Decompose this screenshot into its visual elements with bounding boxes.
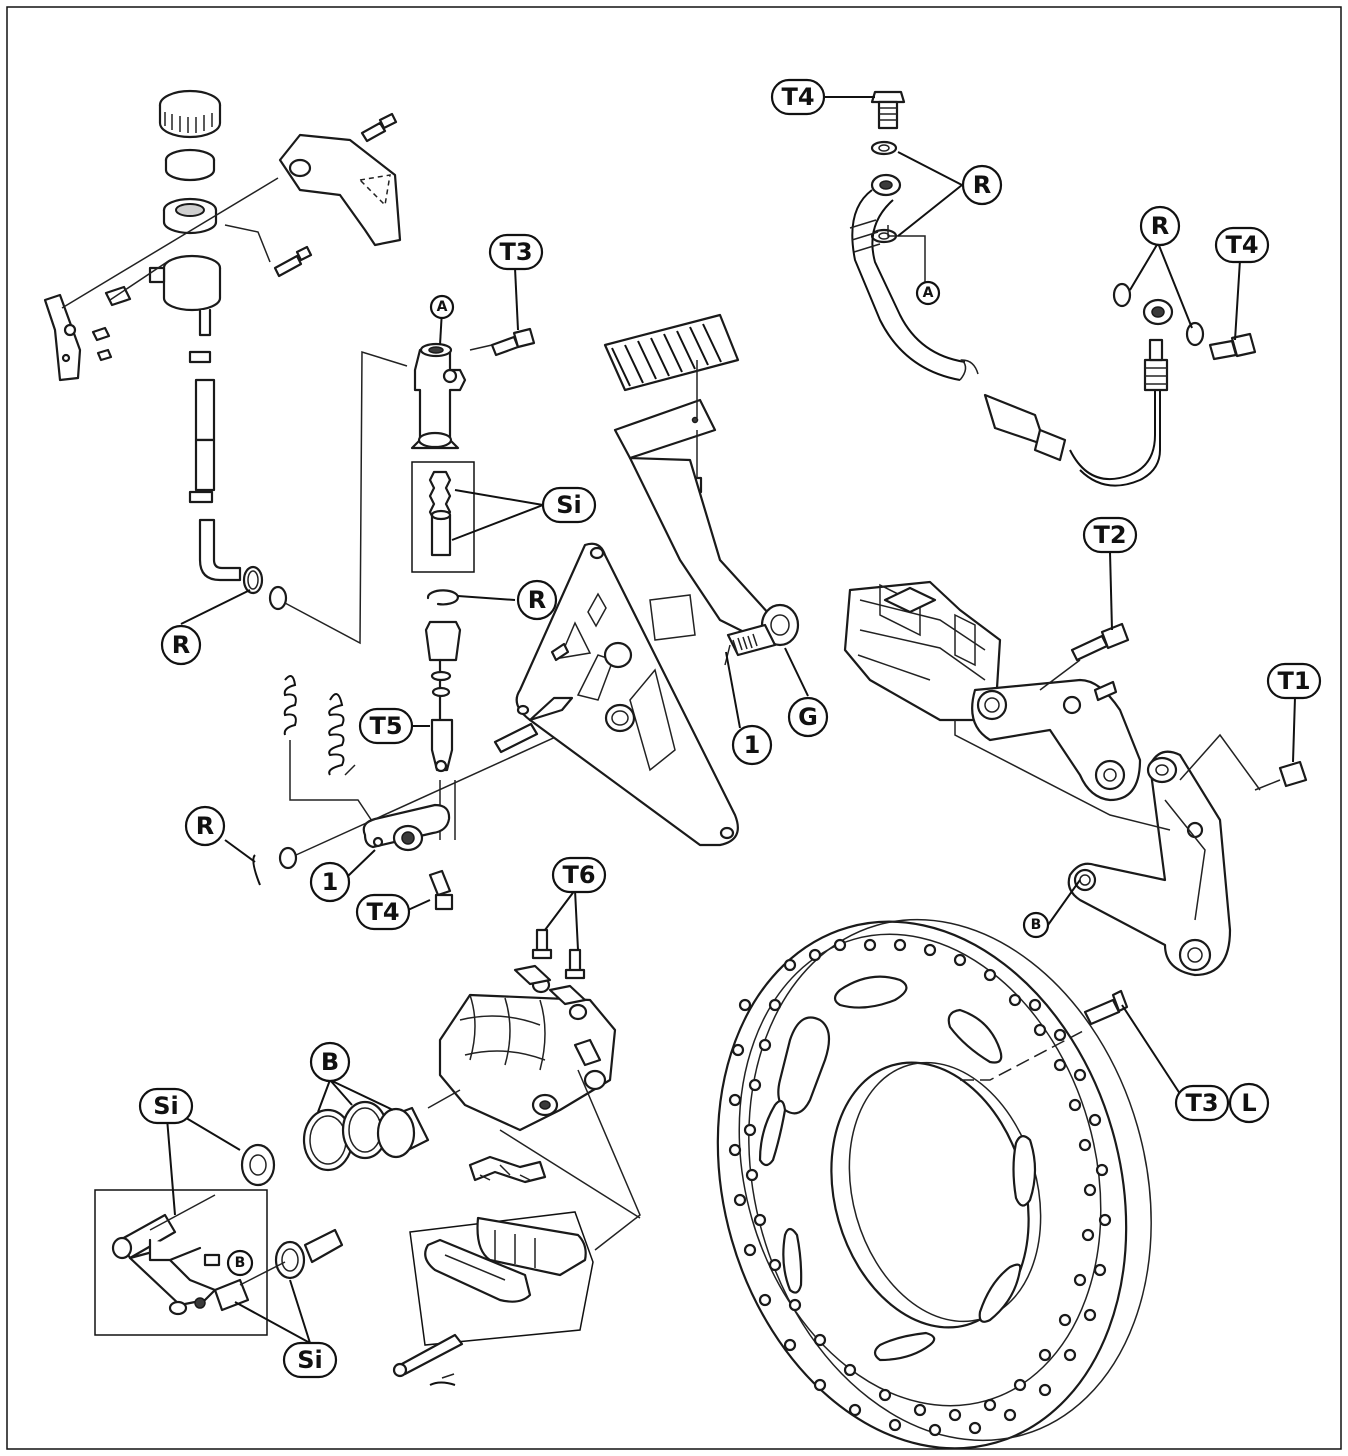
callout-t3-mc: T3	[488, 233, 544, 271]
brake-pedal	[603, 313, 800, 729]
callout-text: T5	[369, 712, 402, 740]
callout-text: T2	[1093, 521, 1126, 549]
bracket-guide-line	[954, 720, 1171, 831]
callout-text: A	[437, 299, 448, 315]
callout-t6-caliper: T6	[551, 856, 607, 894]
callout-b-holder: B	[226, 1249, 254, 1277]
caliper-bracket-upper	[971, 622, 1142, 802]
callout-r-mc-clip: R	[516, 579, 558, 621]
callout-text: Si	[556, 491, 582, 519]
callout-text: R	[196, 812, 214, 840]
callout-t4-lever: T4	[355, 893, 411, 931]
callout-text: Si	[153, 1092, 179, 1120]
reservoir-cover	[273, 112, 402, 278]
callout-text: T3	[1185, 1089, 1218, 1117]
callout-si-bottom: Si	[282, 1341, 338, 1379]
callout-text: T4	[1225, 231, 1258, 259]
callout-text: A	[923, 285, 934, 301]
callout-r-hose-right: R	[1139, 205, 1181, 247]
master-cylinder	[410, 327, 539, 840]
diagram-border	[6, 6, 1342, 1450]
callout-text: 1	[322, 868, 339, 896]
callout-l-disc: L	[1228, 1082, 1270, 1124]
callout-b-piston: B	[309, 1041, 351, 1083]
callout-text: R	[172, 631, 190, 659]
brake-hose	[849, 90, 1257, 487]
callout-t4-hose-top: T4	[770, 78, 826, 116]
callout-text: L	[1241, 1089, 1256, 1117]
callout-t5-pushrod: T5	[358, 707, 414, 745]
callout-text: R	[528, 586, 546, 614]
return-springs	[283, 675, 379, 831]
leader-lines	[165, 96, 1296, 1344]
callout-text: B	[321, 1048, 339, 1076]
callout-text: Si	[297, 1346, 323, 1374]
callout-text: B	[235, 1255, 246, 1271]
callout-t1-bracket: T1	[1266, 662, 1322, 700]
callout-b-bracket: B	[1022, 911, 1050, 939]
sealing-washer-left	[242, 350, 408, 645]
callout-t4-hose-right: T4	[1214, 226, 1270, 264]
callout-a-mc: A	[429, 294, 455, 320]
caliper-holder	[94, 1143, 344, 1336]
callout-r-cotter: R	[184, 805, 226, 847]
callout-text: R	[973, 171, 991, 199]
brake-lever-arm	[252, 709, 616, 911]
brake-caliper	[438, 928, 641, 1251]
callout-text: 1	[744, 731, 761, 759]
callout-text: G	[798, 703, 818, 731]
callout-r-hose-top: R	[961, 164, 1003, 206]
callout-t3-disc: T3	[1174, 1084, 1230, 1122]
brake-disc	[716, 918, 1152, 1450]
callout-a-hose: A	[915, 280, 941, 306]
callout-t2-bracket: T2	[1082, 516, 1138, 554]
brake-pads	[392, 1211, 594, 1386]
callout-r-mc-left: R	[160, 624, 202, 666]
callout-text: T3	[499, 238, 532, 266]
callout-si-mc: Si	[541, 486, 597, 524]
footrest-plate	[515, 542, 739, 847]
callout-1-lever: 1	[309, 861, 351, 903]
callout-si-left: Si	[138, 1087, 194, 1125]
callout-1-shaft: 1	[731, 724, 773, 766]
callout-g-shaft: G	[787, 696, 829, 738]
callout-text: T6	[562, 861, 595, 889]
callout-text: T1	[1277, 667, 1310, 695]
callout-text: T4	[366, 898, 399, 926]
caliper-bracket-lower	[1067, 733, 1308, 977]
callout-text: R	[1151, 212, 1169, 240]
reservoir-assembly	[43, 89, 279, 582]
callout-text: T4	[781, 83, 814, 111]
piston-seals	[302, 1089, 461, 1172]
callout-text: B	[1031, 917, 1042, 933]
